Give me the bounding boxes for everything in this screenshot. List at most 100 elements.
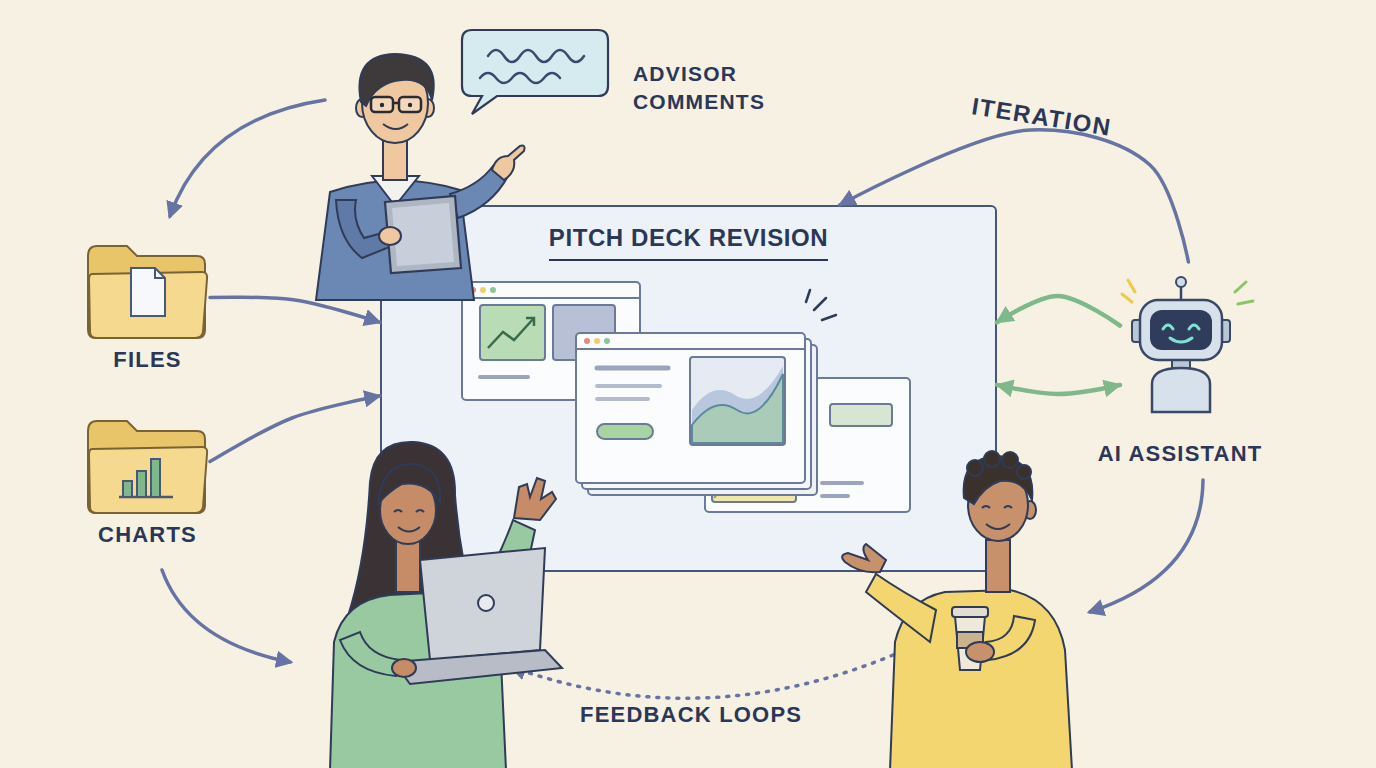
woman-figure-part bbox=[396, 540, 420, 592]
man-figure-part bbox=[986, 540, 1010, 592]
robot-antenna bbox=[1180, 286, 1183, 302]
document-fold bbox=[155, 268, 165, 278]
man-figure-part bbox=[964, 456, 1033, 504]
deck-windows bbox=[462, 282, 910, 512]
deck-windows-part bbox=[576, 348, 805, 350]
woman-figure-part bbox=[378, 464, 440, 504]
advisor-figure-part bbox=[392, 203, 454, 266]
spark-mark bbox=[1122, 294, 1132, 302]
deck-windows-part bbox=[480, 375, 528, 379]
man-figure-part bbox=[957, 632, 983, 648]
deck-windows-part bbox=[692, 374, 783, 443]
man-figure-part bbox=[890, 590, 1072, 768]
man-figure-part bbox=[955, 616, 985, 670]
advisor-figure-part bbox=[316, 180, 474, 300]
deck-windows-part bbox=[690, 357, 785, 445]
advisor-figure-part bbox=[362, 63, 428, 143]
feedback-dotted-arrow bbox=[512, 655, 893, 698]
node-label: CHARTS bbox=[98, 522, 197, 548]
folder-back bbox=[88, 246, 205, 338]
advisor-figure-part bbox=[422, 99, 434, 117]
feedback-loops-label: FEEDBACK LOOPS bbox=[580, 702, 802, 728]
advisor-figure-part bbox=[450, 166, 508, 218]
deck-windows-part bbox=[597, 366, 668, 371]
deck-windows-part bbox=[462, 297, 640, 299]
charts-folder: CHARTS bbox=[85, 413, 210, 548]
advisor-figure-part bbox=[492, 146, 525, 180]
woman-figure-part bbox=[514, 478, 556, 520]
advisor-figure-part bbox=[372, 176, 419, 206]
chart-bar bbox=[151, 459, 160, 497]
speech-bubble-part bbox=[480, 73, 560, 83]
woman-figure-part bbox=[392, 659, 416, 677]
man-figure-part bbox=[1024, 501, 1036, 519]
robot-ear bbox=[1132, 320, 1142, 342]
deck-windows-part bbox=[480, 287, 486, 293]
deck-windows-part bbox=[462, 282, 640, 400]
robot-screen bbox=[1150, 310, 1212, 350]
deck-windows-part bbox=[712, 466, 796, 502]
deck-windows-part bbox=[597, 424, 653, 439]
woman-figure-part bbox=[478, 595, 494, 611]
robot-shape-part bbox=[1122, 277, 1253, 412]
deck-windows-part bbox=[822, 494, 848, 498]
advisor-figure-part bbox=[393, 102, 399, 105]
man-figure-part bbox=[968, 469, 1028, 541]
advisor-to-files-arrow bbox=[170, 100, 325, 216]
woman-figure-part bbox=[398, 527, 420, 532]
spark-mark bbox=[1235, 282, 1246, 292]
robot-head bbox=[1140, 300, 1222, 360]
board-heading: PITCH DECK REVISION bbox=[549, 224, 828, 261]
speech-bubble-part bbox=[462, 30, 608, 114]
flow-arrows bbox=[162, 100, 1203, 698]
flow-connector bbox=[997, 296, 1120, 326]
spark-mark bbox=[1128, 280, 1135, 292]
advisor-figure-part bbox=[383, 138, 407, 180]
advisor-figure-part bbox=[379, 227, 401, 245]
man-figure-part bbox=[1002, 452, 1018, 468]
man-figure bbox=[842, 451, 1072, 768]
man-figure-part bbox=[842, 544, 886, 572]
charts-to-team-arrow bbox=[162, 570, 290, 662]
man-figure-part bbox=[1017, 465, 1031, 479]
advisor-figure-part bbox=[399, 97, 421, 112]
robot-face bbox=[1189, 325, 1199, 329]
spark-mark bbox=[1238, 301, 1253, 304]
advisor-figure-part bbox=[408, 103, 412, 107]
deck-windows-part-part bbox=[822, 315, 836, 320]
advisor-figure-part bbox=[383, 124, 408, 129]
folder-front bbox=[89, 272, 207, 338]
deck-windows-part bbox=[470, 287, 476, 293]
deck-windows-part bbox=[806, 290, 836, 320]
man-figure-part bbox=[866, 574, 936, 642]
folder-back bbox=[88, 421, 205, 513]
document-icon bbox=[131, 268, 165, 316]
revision-board: PITCH DECK REVISION bbox=[380, 205, 997, 572]
folder-front bbox=[89, 447, 207, 513]
advisor-comments-label: ADVISOR COMMENTS bbox=[633, 60, 783, 116]
flow-connector bbox=[210, 297, 380, 322]
advisor-figure-part bbox=[336, 200, 392, 258]
files-folder: FILES bbox=[85, 238, 210, 373]
robot-neck bbox=[1172, 359, 1190, 369]
man-figure-part bbox=[966, 642, 994, 662]
deck-windows-part bbox=[705, 378, 910, 512]
woman-figure bbox=[330, 442, 562, 768]
chart-bar bbox=[123, 481, 132, 497]
man-figure-part bbox=[984, 451, 1000, 467]
woman-figure-part bbox=[394, 650, 562, 684]
woman-figure-part bbox=[394, 510, 402, 512]
robot-to-team-arrow bbox=[1090, 480, 1203, 612]
deck-windows-part bbox=[588, 345, 817, 495]
robot-antenna-ball bbox=[1176, 277, 1186, 287]
deck-windows-part bbox=[582, 339, 811, 489]
deck-windows-part bbox=[830, 404, 892, 426]
robot-shape bbox=[1120, 262, 1240, 427]
deck-windows-part bbox=[553, 305, 615, 360]
deck-windows-part bbox=[597, 384, 660, 388]
deck-windows-part bbox=[594, 338, 600, 344]
